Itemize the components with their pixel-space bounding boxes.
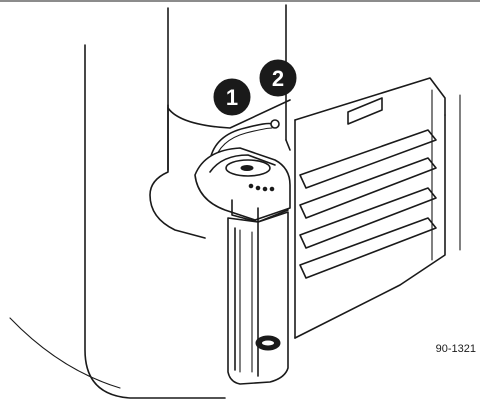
callout-2-number: 2 [272, 66, 284, 91]
side-panel [294, 77, 461, 339]
device-module [194, 147, 291, 385]
callout-1: 1 [213, 78, 251, 116]
indicator-dot-2 [255, 185, 261, 191]
indicator-dot-3 [262, 186, 268, 192]
vent-slot-top [347, 97, 383, 125]
callout-1-number: 1 [226, 85, 238, 110]
callout-2: 2 [259, 59, 297, 97]
figure-id: 90-1321 [436, 343, 476, 355]
port-connector [270, 119, 280, 129]
vent-4 [299, 217, 437, 279]
vent-3 [299, 187, 437, 249]
cabinet-body [9, 7, 226, 399]
vent-2 [299, 157, 437, 219]
indicator-dot-4 [269, 186, 275, 192]
vent-1 [299, 129, 437, 189]
indicator-dot-1 [248, 183, 254, 189]
cable [209, 122, 273, 163]
